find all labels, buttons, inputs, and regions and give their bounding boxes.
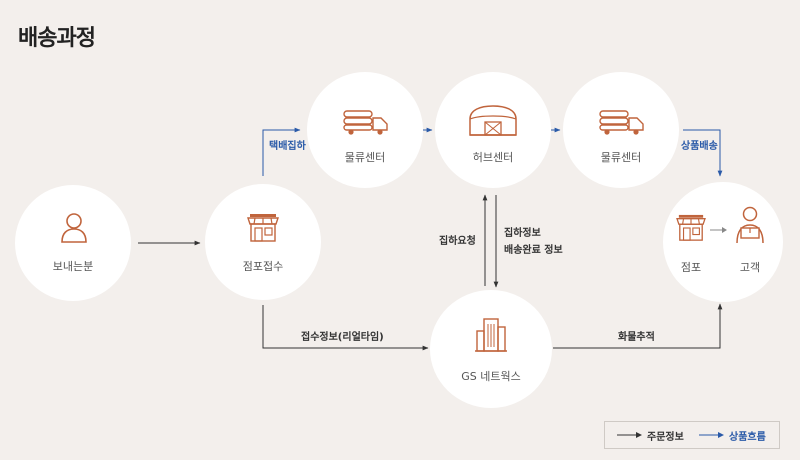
person-icon bbox=[61, 213, 87, 243]
node-label-sender: 보내는분 bbox=[52, 260, 94, 273]
legend-product-flow: 상품흐름 bbox=[729, 432, 766, 443]
node-logistics-center-1: 물류센터 bbox=[307, 72, 423, 188]
arrow-cargo-tracking bbox=[553, 303, 723, 349]
building-icon bbox=[475, 318, 507, 352]
node-label-logistics-center-2: 물류센터 bbox=[600, 151, 642, 164]
legend-product-arrow bbox=[699, 432, 724, 438]
edge-label-receipt-info: 접수정보(리얼타임) bbox=[301, 332, 384, 343]
node-label-logistics-center-1: 물류센터 bbox=[344, 151, 386, 164]
node-hub-center: 허브센터 bbox=[435, 72, 551, 188]
store-icon bbox=[676, 214, 706, 241]
node-logistics-center-2: 물류센터 bbox=[563, 72, 679, 188]
legend: 주문정보 상품흐름 bbox=[604, 421, 780, 449]
legend-order-info: 주문정보 bbox=[647, 432, 684, 443]
truck-icon bbox=[599, 110, 644, 135]
page-title: 배송과정 bbox=[18, 26, 96, 51]
edge-label-courier-pickup: 택배집하 bbox=[269, 141, 306, 152]
node-sender: 보내는분 bbox=[15, 185, 131, 301]
customer-with-box-icon bbox=[736, 206, 764, 244]
node-label-store-receipt: 점포접수 bbox=[242, 260, 284, 273]
arrow-receipt-info bbox=[262, 305, 429, 351]
arrow-courier-pickup bbox=[262, 127, 301, 176]
edge-label-pickup-info-line2: 배송완료 정보 bbox=[504, 245, 563, 256]
node-store-receipt: 점포접수 bbox=[205, 184, 321, 300]
edge-label-product-delivery: 상품배송 bbox=[681, 141, 718, 152]
warehouse-icon bbox=[469, 105, 517, 136]
node-label-hub-center: 허브센터 bbox=[472, 151, 514, 164]
edge-label-pickup-request: 집하요청 bbox=[439, 236, 476, 247]
legend-order-arrow bbox=[617, 432, 642, 438]
edge-label-cargo-tracking: 화물추적 bbox=[618, 332, 655, 343]
node-store-customer: 점포 고객 bbox=[663, 182, 783, 302]
arrow-product-delivery bbox=[683, 129, 723, 177]
node-label-customer: 고객 bbox=[739, 261, 761, 274]
node-label-gs-networks: GS 네트웍스 bbox=[461, 370, 521, 383]
truck-icon bbox=[343, 110, 388, 135]
store-icon bbox=[247, 214, 279, 242]
edge-label-pickup-info-line1: 집하정보 bbox=[504, 228, 541, 239]
node-gs-networks: GS 네트웍스 bbox=[430, 290, 552, 408]
node-label-store: 점포 bbox=[680, 261, 702, 274]
arrow-right-icon bbox=[710, 227, 727, 233]
